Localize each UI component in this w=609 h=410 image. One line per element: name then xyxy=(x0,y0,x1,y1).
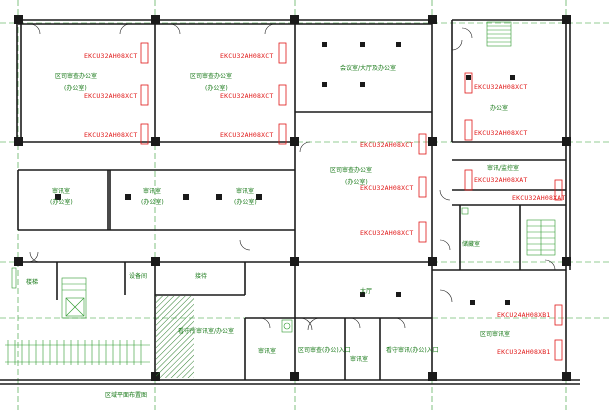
equipment-labels: EKCU32AH08XCT EKCU32AH08XCT EKCU32AH08XC… xyxy=(84,52,565,356)
room-corridor-office-1: 审讯室 xyxy=(52,187,70,195)
room-office-a-sub: (办公室) xyxy=(64,84,87,92)
unit-label-1: EKCU32AH08XCT xyxy=(84,52,137,60)
room-office-a: 区司审查办公室 xyxy=(55,72,97,80)
unit-label-15: EKCU32AH08XB1 xyxy=(497,348,550,356)
room-a: 设备间 xyxy=(129,272,147,280)
railing xyxy=(5,340,150,365)
room-b: 接待 xyxy=(195,272,207,280)
room-labels: 区司审查办公室 (办公室) 区司审查办公室 (办公室) 会议室/大厅及办公室 区… xyxy=(26,64,519,399)
room-right-1: 办公室 xyxy=(490,104,508,112)
room-office-d: 看守所审讯室/办公室 xyxy=(178,327,234,335)
room-d: 区司审查(办公)入口 xyxy=(298,346,351,354)
room-c: 审讯室 xyxy=(258,347,276,355)
unit-label-9: EKCU32AH08XCT xyxy=(360,229,413,237)
unit-label-5: EKCU32AH08XCT xyxy=(220,92,273,100)
unit-label-6: EKCU32AH08XCT xyxy=(220,131,273,139)
room-stair-left: 楼梯 xyxy=(26,278,38,286)
unit-label-2: EKCU32AH08XCT xyxy=(84,92,137,100)
unit-label-13: EKCU32AH08XAT xyxy=(512,194,565,202)
bottom-note: 区域平面布置图 xyxy=(105,391,147,399)
doors xyxy=(27,23,556,331)
room-office-b: 区司审查办公室 xyxy=(190,72,232,80)
room-corridor-office-3: 审讯室 xyxy=(236,187,254,195)
unit-label-14: EKCU24AH08XB1 xyxy=(497,311,550,319)
room-f: 看守审讯(办公)入口 xyxy=(386,346,439,354)
room-corridor-office-2-sub: (办公室) xyxy=(141,198,164,206)
room-office-b-sub: (办公室) xyxy=(205,84,228,92)
room-hall-top: 会议室/大厅及办公室 xyxy=(340,64,396,72)
unit-label-3: EKCU32AH08XCT xyxy=(84,131,137,139)
room-office-e: 区司审讯室 xyxy=(480,330,510,338)
room-office-c: 区司审查办公室 xyxy=(330,166,372,174)
room-corridor-office-3-sub: (办公室) xyxy=(234,198,257,206)
room-corridor-office-1-sub: (办公室) xyxy=(50,198,73,206)
room-e: 审讯室 xyxy=(350,355,368,363)
unit-label-8: EKCU32AH08XCT xyxy=(360,184,413,192)
hatched-zone xyxy=(156,296,194,378)
room-storage: 储藏室 xyxy=(462,240,480,248)
stair-top-right xyxy=(486,21,512,47)
unit-label-11: EKCU32AH08XCT xyxy=(474,129,527,137)
unit-label-10: EKCU32AH08XCT xyxy=(474,83,527,91)
unit-label-7: EKCU32AH08XCT xyxy=(360,141,413,149)
stair-left xyxy=(61,277,87,319)
room-corridor-office-2: 审讯室 xyxy=(143,187,161,195)
equipment-units xyxy=(140,42,563,361)
room-right-2: 审讯/监控室 xyxy=(487,164,519,172)
room-lobby: 大厅 xyxy=(360,287,372,295)
room-office-c-sub: (办公室) xyxy=(345,178,368,186)
stair-right xyxy=(526,219,556,256)
fixtures xyxy=(11,207,469,333)
unit-label-12: EKCU32AH08XAT xyxy=(474,176,527,184)
unit-label-4: EKCU32AH08XCT xyxy=(220,52,273,60)
columns xyxy=(14,15,571,381)
